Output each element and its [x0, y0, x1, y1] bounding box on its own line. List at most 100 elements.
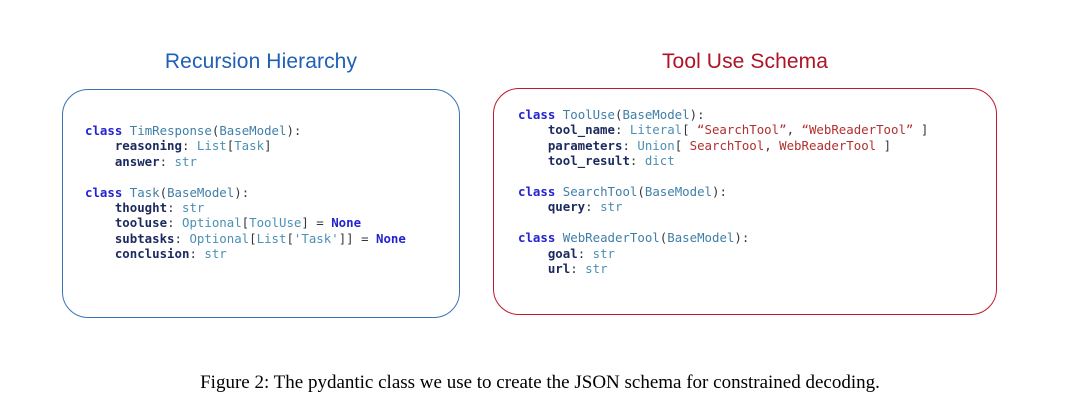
code-token: None	[376, 230, 406, 246]
code-line: parameters: Union[ SearchTool, WebReader…	[518, 138, 928, 153]
code-token	[555, 107, 562, 122]
code-line: tool_result: dict	[518, 153, 928, 168]
code-token	[85, 200, 115, 215]
code-token: List	[256, 230, 287, 246]
code-token: goal	[547, 245, 578, 261]
figure-caption: Figure 2: The pydantic class we use to c…	[200, 372, 880, 393]
code-token: class	[518, 107, 556, 122]
code-token: :	[577, 245, 593, 261]
code-token: SearchTool	[562, 184, 638, 200]
code-token: class	[518, 230, 556, 246]
code-token: tooluse	[114, 215, 168, 231]
code-listing-tool-use-schema: class ToolUse(BaseModel): tool_name: Lit…	[518, 107, 928, 276]
code-token: ]] =	[338, 230, 376, 246]
code-token: :	[167, 200, 182, 216]
code-token: url	[547, 261, 571, 277]
code-token	[518, 138, 548, 153]
panel-title-tool-use-schema: Tool Use Schema	[661, 50, 829, 73]
code-token: :	[585, 199, 601, 215]
code-token: Optional	[181, 215, 242, 231]
code-token: (	[211, 123, 220, 138]
code-line	[85, 169, 406, 184]
code-line: class ToolUse(BaseModel):	[518, 107, 928, 122]
code-token: reasoning	[114, 138, 182, 154]
code-line: class Task(BaseModel):	[85, 185, 406, 200]
code-token: [	[286, 230, 294, 246]
code-token: (	[659, 230, 668, 246]
code-token: class	[518, 184, 556, 200]
code-token: List	[196, 138, 227, 154]
code-token: class	[85, 184, 123, 200]
code-panel-recursion-hierarchy: class TimResponse(BaseModel): reasoning:…	[62, 89, 460, 318]
code-token: ):	[234, 184, 250, 200]
code-token: parameters	[547, 137, 623, 153]
code-token: BaseModel	[167, 184, 235, 200]
code-line: thought: str	[85, 200, 406, 215]
code-listing-recursion-hierarchy: class TimResponse(BaseModel): reasoning:…	[85, 123, 406, 262]
code-token: ]	[913, 122, 929, 138]
code-token: :	[622, 137, 638, 153]
code-token: tool_name	[547, 122, 615, 138]
code-token: TimResponse	[129, 123, 212, 138]
code-token: :	[570, 261, 586, 277]
code-token: BaseModel	[644, 184, 712, 200]
code-token: ):	[734, 230, 750, 246]
code-token: WebReaderTool	[779, 137, 877, 153]
code-line	[518, 169, 928, 184]
code-token: None	[331, 215, 362, 231]
code-token: ):	[712, 184, 727, 200]
code-token: (	[637, 184, 645, 200]
code-line: subtasks: Optional[List['Task']] = None	[85, 231, 406, 246]
code-token: str	[204, 246, 227, 262]
code-token	[85, 231, 115, 246]
code-token	[122, 185, 129, 200]
code-token: ,	[764, 137, 780, 153]
code-token: ToolUse	[562, 107, 615, 122]
code-token: :	[159, 153, 175, 169]
code-token	[85, 246, 115, 261]
code-token: [	[226, 138, 235, 154]
code-token: str	[174, 153, 197, 169]
code-token: str	[181, 200, 205, 216]
code-token	[555, 184, 562, 199]
code-token: Task	[129, 184, 160, 200]
code-token	[85, 154, 115, 169]
code-line: url: str	[518, 261, 928, 276]
code-line: query: str	[518, 199, 928, 214]
code-token: str	[585, 261, 608, 277]
code-token: subtasks	[114, 230, 175, 246]
code-token: “SearchTool”	[697, 122, 787, 138]
code-token: :	[189, 246, 205, 262]
code-token: Literal	[629, 122, 683, 138]
code-token: Task	[234, 138, 265, 154]
code-line: class WebReaderTool(BaseModel):	[518, 230, 928, 245]
code-line: reasoning: List[Task]	[85, 138, 406, 153]
code-token: “WebReaderTool”	[801, 122, 914, 138]
code-token: str	[600, 199, 623, 215]
code-token: [	[249, 230, 257, 246]
code-line: answer: str	[85, 154, 406, 169]
code-token	[518, 122, 548, 137]
code-line: tooluse: Optional[ToolUse] = None	[85, 215, 406, 230]
code-token	[518, 246, 548, 261]
code-token: ] =	[301, 215, 332, 231]
code-token	[555, 230, 562, 245]
code-token: :	[181, 138, 197, 154]
code-token: :	[167, 215, 182, 231]
code-token: (	[159, 184, 168, 200]
code-token: BaseModel	[219, 123, 287, 138]
code-token: 'Task'	[293, 230, 339, 246]
code-token	[518, 261, 548, 276]
code-token: :	[174, 230, 190, 246]
code-token	[122, 123, 129, 138]
code-line: tool_name: Literal[ “SearchTool”, “WebRe…	[518, 122, 928, 137]
code-token: BaseModel	[622, 107, 690, 122]
code-token: ):	[689, 107, 705, 122]
code-token: [	[682, 122, 698, 138]
code-token: SearchTool	[689, 137, 765, 153]
code-line: class TimResponse(BaseModel):	[85, 123, 406, 138]
code-token: :	[614, 122, 630, 138]
code-token	[518, 199, 548, 214]
code-token: ToolUse	[249, 215, 302, 231]
code-token: ):	[286, 123, 302, 138]
